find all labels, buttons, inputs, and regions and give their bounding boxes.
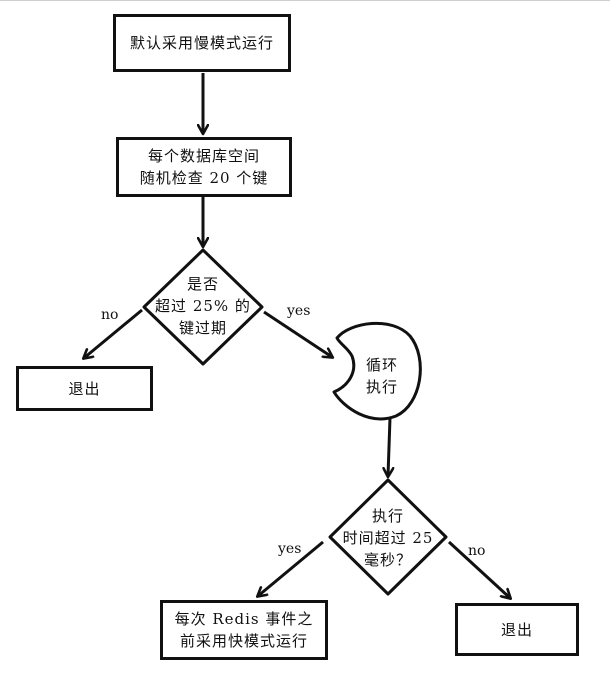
start-node: 默认采用慢模式运行: [113, 14, 291, 72]
arrow-no-to-exit-right: [447, 540, 510, 598]
exit-right-label: 退出: [500, 620, 533, 639]
check-node: 每个数据库空间 随机检查 20 个键: [116, 137, 292, 197]
arrow-loop-to-decision: [388, 417, 390, 476]
top-border: [0, 0, 610, 1]
arrow-yes-to-loop: [263, 310, 332, 357]
edge-label-yes-2: yes: [278, 541, 302, 557]
edge-label-yes-1: yes: [287, 303, 311, 319]
fast-mode-label: 每次 Redis 事件之 前采用快模式运行: [174, 610, 314, 650]
edge-label-no-1: no: [101, 307, 119, 323]
edge-label-no-2: no: [468, 543, 486, 559]
loop-shape: [332, 321, 422, 421]
exit-left-label: 退出: [68, 379, 101, 398]
exit-right-node: 退出: [455, 603, 579, 656]
decision-time-label: 执行 时间超过 25 毫秒？: [342, 507, 434, 569]
exit-left-node: 退出: [16, 366, 153, 411]
check-node-label: 每个数据库空间 随机检查 20 个键: [139, 147, 269, 187]
decision-expired-label: 是否 超过 25% 的 键过期: [155, 275, 251, 337]
fast-mode-node: 每次 Redis 事件之 前采用快模式运行: [160, 600, 328, 660]
decision-time-diamond: [328, 478, 448, 596]
arrow-yes-to-fast: [258, 540, 324, 596]
loop-label: 循环 执行: [365, 356, 398, 396]
decision-expired-diamond: [142, 248, 264, 366]
arrow-no-to-exit: [84, 308, 143, 358]
start-node-label: 默认采用慢模式运行: [129, 34, 274, 52]
